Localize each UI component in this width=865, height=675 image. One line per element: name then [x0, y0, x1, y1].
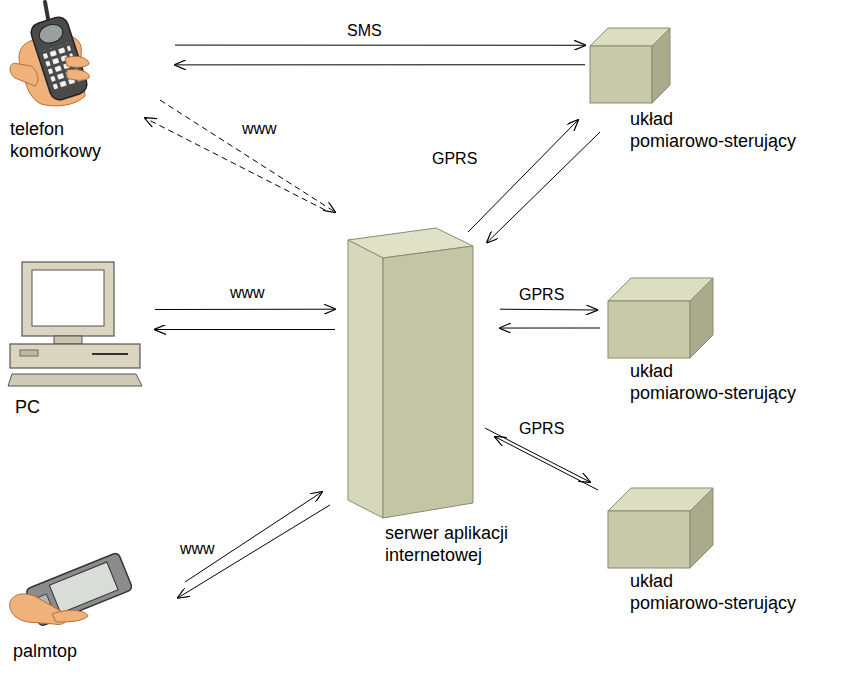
pc-computer: PC	[8, 262, 143, 418]
connector-label: GPRS	[517, 286, 566, 304]
connector-label: www	[228, 284, 267, 302]
measurement-unit-illustration	[608, 278, 713, 358]
connector-label: www	[240, 120, 279, 138]
connector-label: GPRS	[517, 420, 566, 438]
node-label: palmtop	[13, 640, 113, 662]
measurement-unit: układ pomiarowo-sterujący	[608, 278, 820, 404]
measurement-unit: układ pomiarowo-sterujący	[590, 28, 820, 152]
connector-arrow	[155, 309, 335, 310]
measurement-unit: układ pomiarowo-sterujący	[608, 488, 820, 614]
connector-arrow	[155, 329, 335, 330]
mobile-phone: telefon komórkowy	[5, 0, 115, 162]
palmtop-device: palmtop	[8, 552, 148, 662]
connector-label: www	[178, 540, 217, 558]
node-label: układ pomiarowo-sterujący	[630, 360, 820, 404]
connector-arrow	[175, 64, 585, 65]
node-label: układ pomiarowo-sterujący	[630, 570, 820, 614]
connector-label: SMS	[345, 22, 384, 40]
connector-arrow	[487, 132, 600, 243]
connector-arrow	[500, 328, 600, 329]
node-label: układ pomiarowo-sterujący	[630, 108, 820, 152]
node-label: PC	[15, 396, 75, 418]
connector-arrow	[468, 120, 578, 232]
app-server-illustration	[348, 228, 473, 518]
measurement-unit-illustration	[590, 28, 670, 103]
connector-label: GPRS	[430, 150, 479, 168]
connector-arrow	[178, 505, 330, 598]
connector-arrow	[185, 492, 322, 582]
app-server: serwer aplikacji internetowej	[348, 228, 575, 566]
connector-arrow	[495, 437, 598, 490]
connector-arrow	[500, 309, 597, 311]
mobile-phone-illustration	[5, 0, 115, 110]
node-label: serwer aplikacji internetowej	[385, 522, 575, 566]
connector-arrow	[145, 118, 325, 210]
connector-arrow	[160, 100, 335, 212]
measurement-unit-illustration	[608, 488, 713, 568]
node-label: telefon komórkowy	[10, 118, 115, 162]
connector-arrow	[175, 45, 585, 46]
palmtop-device-illustration	[8, 552, 148, 627]
pc-computer-illustration	[8, 262, 143, 387]
